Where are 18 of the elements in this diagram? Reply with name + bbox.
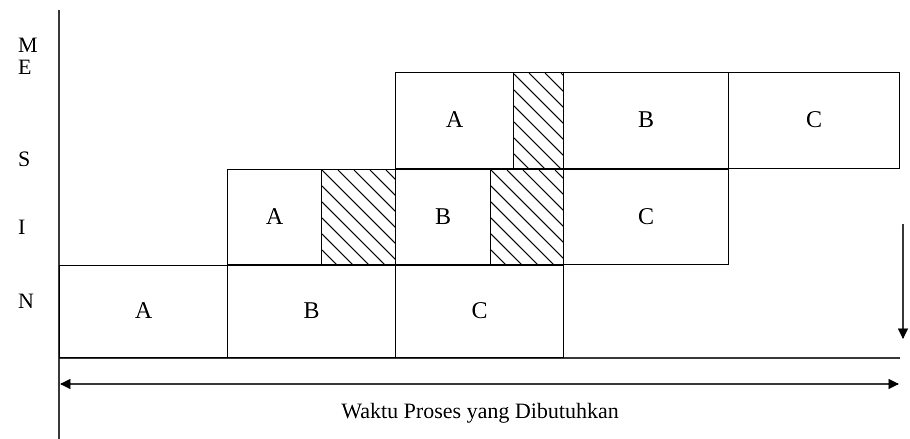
axis-caption: Waktu Proses yang Dibutuhkan <box>340 400 620 422</box>
task-block: C <box>395 265 564 358</box>
axis-letter: N <box>18 290 34 312</box>
axis-letter: S <box>18 148 30 170</box>
hatched-block <box>490 169 564 265</box>
axis-letter: I <box>18 216 26 238</box>
task-block: C <box>563 169 729 265</box>
task-block: C <box>728 72 900 169</box>
axis-letter: M <box>18 34 38 56</box>
task-block: A <box>227 169 322 265</box>
task-block: B <box>395 169 491 265</box>
task-block: B <box>227 265 396 358</box>
axis-letter: E <box>18 56 32 78</box>
task-block: A <box>59 265 228 358</box>
task-block: B <box>563 72 729 169</box>
hatched-block <box>321 169 396 265</box>
task-block: A <box>395 72 514 169</box>
hatched-block <box>513 72 564 169</box>
